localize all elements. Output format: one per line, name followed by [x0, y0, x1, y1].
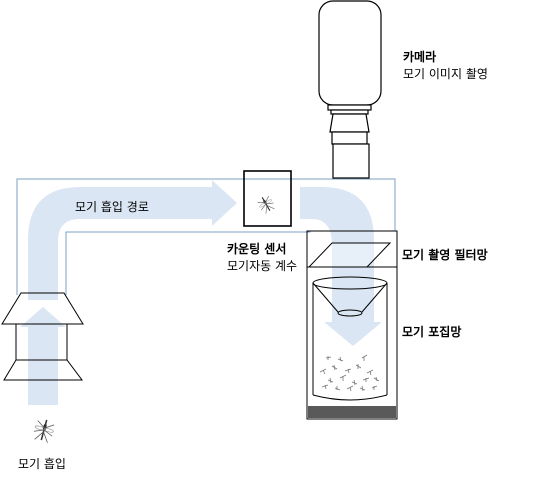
- collection-funnel: [312, 276, 388, 401]
- trap-label: 모기 포집망: [402, 325, 462, 339]
- counting-sensor-box: [243, 170, 292, 227]
- trap-base: [308, 406, 396, 418]
- inlet-funnel: [1, 292, 84, 381]
- inlet-label: 모기 흡입: [18, 457, 66, 471]
- filter-label: 모기 촬영 필터망: [402, 248, 488, 262]
- mosquito-icon: [31, 416, 57, 445]
- collected-mosquitoes: [319, 354, 380, 392]
- trap-container: [306, 230, 398, 420]
- camera-icon: [318, 0, 382, 179]
- mosquito-icon: [255, 193, 277, 216]
- path-label: 모기 흡입 경로: [75, 200, 149, 214]
- sensor-desc: 모기자동 계수: [227, 259, 298, 273]
- sensor-title: 카운팅 센서: [227, 242, 287, 256]
- camera-desc: 모기 이미지 촬영: [403, 67, 488, 81]
- camera-title: 카메라: [403, 50, 437, 64]
